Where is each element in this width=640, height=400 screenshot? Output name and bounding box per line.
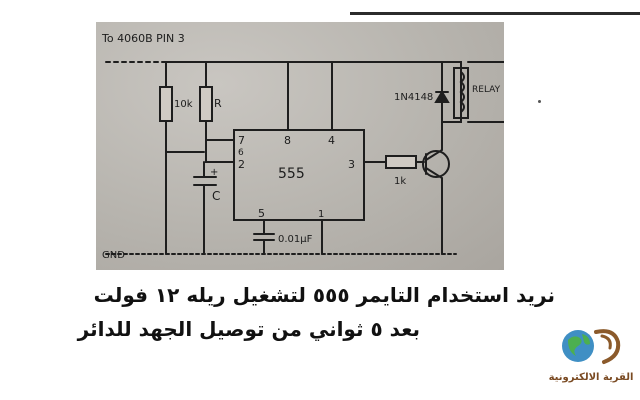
label-r2: R	[214, 97, 222, 110]
label-cap2: 0.01μF	[278, 234, 313, 245]
site-logo[interactable]: القرية الالكترونية	[548, 322, 634, 394]
circuit-schematic: To 4060B PIN 3 10k R 7 6 2 8 4 3 555 5 1…	[101, 32, 504, 261]
label-pin5: 5	[258, 207, 265, 220]
chip-555	[233, 129, 365, 221]
speck	[538, 100, 541, 103]
caption-line-1: نريد استخدام التايمر ٥٥٥ لتشغيل ريله ١٢ …	[93, 283, 555, 307]
diode-1n4148	[434, 90, 450, 103]
resistor-10k	[159, 86, 173, 122]
label-r1: 10k	[174, 99, 193, 110]
transistor	[422, 150, 450, 178]
label-pin4: 4	[328, 134, 335, 147]
label-diode: 1N4148	[394, 92, 433, 103]
label-pin3: 3	[348, 158, 355, 171]
relay-box	[467, 61, 504, 123]
resistor-r	[199, 86, 213, 122]
top-divider-line	[350, 12, 640, 15]
label-pin6: 6	[238, 148, 244, 158]
label-pin2: 2	[238, 158, 245, 171]
label-base-res: 1k	[394, 176, 406, 187]
globe-logo-icon	[562, 329, 621, 364]
logo-brand-text: القرية الالكترونية	[548, 372, 634, 383]
label-chip: 555	[278, 166, 305, 182]
relay-coil	[453, 67, 469, 119]
label-cap: C	[212, 189, 220, 203]
label-pin1: 1	[318, 209, 324, 220]
label-relay: RELAY	[472, 85, 501, 95]
label-gnd: GND	[102, 250, 125, 261]
caption-line-2: بعد ٥ ثواني من توصيل الجهد للدائر	[77, 317, 420, 341]
label-top-note: To 4060B PIN 3	[101, 32, 185, 45]
resistor-1k	[385, 155, 417, 169]
circuit-photo: To 4060B PIN 3 10k R 7 6 2 8 4 3 555 5 1…	[96, 22, 504, 270]
label-pin8: 8	[284, 134, 291, 147]
label-pin7: 7	[238, 134, 245, 147]
label-cap-plus: +	[210, 167, 218, 178]
